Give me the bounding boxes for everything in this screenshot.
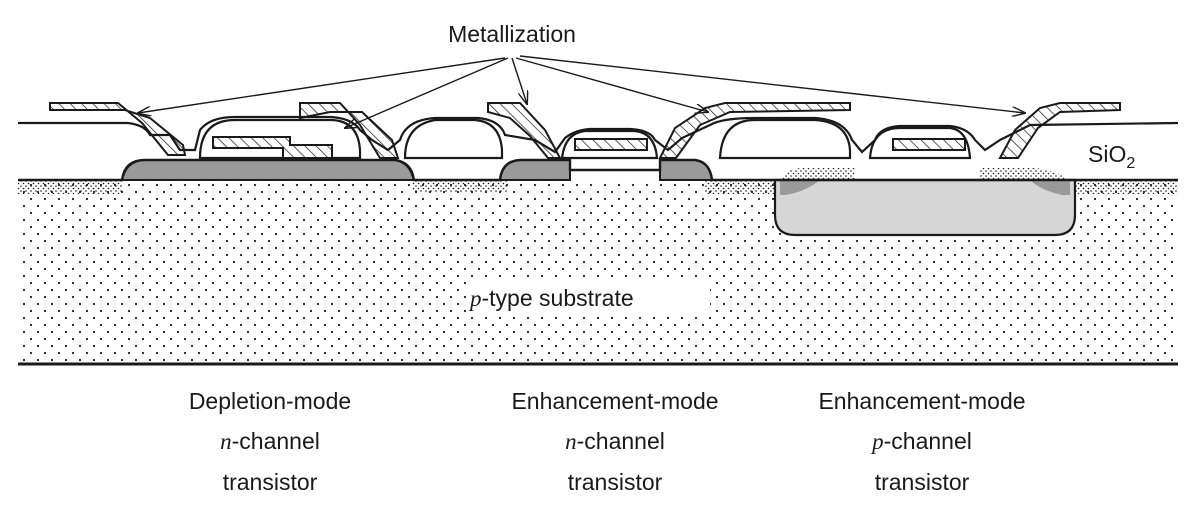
caption-enhancement-n: Enhancement-mode n-channel transistor bbox=[475, 381, 755, 502]
substrate-label-type: p bbox=[468, 286, 482, 311]
surface-doping-mid bbox=[412, 180, 508, 192]
caption-mode: Depletion-mode bbox=[188, 388, 352, 414]
caption-enhancement-p: Enhancement-mode p-channel transistor bbox=[782, 381, 1062, 502]
arrow-metal-2 bbox=[345, 57, 509, 128]
caption-channel-rest: -channel bbox=[576, 428, 665, 454]
caption-channel-rest: -channel bbox=[883, 428, 972, 454]
caption-type-letter: n bbox=[565, 429, 577, 454]
arrow-metal-1 bbox=[138, 57, 506, 113]
caption-channel: n-channel bbox=[130, 421, 410, 462]
surface-doping-left bbox=[18, 180, 122, 194]
metal-4 bbox=[658, 102, 851, 159]
caption-channel-rest: -channel bbox=[231, 428, 320, 454]
si-interface bbox=[18, 158, 1178, 182]
arrow-metal-5 bbox=[519, 55, 1025, 113]
caption-mode: Enhancement-mode bbox=[818, 388, 1026, 414]
oxide-label-subscript: 2 bbox=[1126, 155, 1135, 172]
poly-gate-depletion bbox=[212, 136, 333, 159]
metal-2 bbox=[299, 102, 400, 159]
metal-5 bbox=[998, 102, 1121, 159]
surface-doping-right bbox=[705, 180, 775, 194]
oxide-surface bbox=[18, 115, 1179, 154]
caption-type-letter: p bbox=[872, 429, 884, 454]
substrate-label: p-type substrate bbox=[468, 285, 634, 311]
arrow-metal-3 bbox=[511, 57, 527, 104]
n-plus-depletion bbox=[120, 159, 416, 181]
p-plus-source-deep bbox=[780, 180, 820, 195]
metallization-label: Metallization bbox=[448, 21, 576, 47]
caption-device: transistor bbox=[874, 469, 970, 495]
substrate-label-rest: -type substrate bbox=[482, 285, 634, 311]
caption-type-letter: n bbox=[220, 429, 232, 454]
caption-device: transistor bbox=[567, 469, 663, 495]
substrate-label-bg bbox=[466, 280, 710, 314]
caption-channel: n-channel bbox=[475, 421, 755, 462]
caption-device: transistor bbox=[222, 469, 318, 495]
n-well bbox=[773, 178, 1077, 237]
surface-doping-far-right bbox=[1075, 180, 1178, 194]
poly-gate-enh-n bbox=[574, 138, 648, 151]
field-oxide-2 bbox=[403, 118, 504, 160]
oxide-label-main: SiO bbox=[1088, 141, 1126, 167]
p-plus-drain-deep bbox=[1030, 180, 1070, 195]
p-plus-source bbox=[780, 168, 855, 180]
caption-channel: p-channel bbox=[782, 421, 1062, 462]
arrow-metal-4 bbox=[515, 57, 708, 112]
caption-depletion-n: Depletion-mode n-channel transistor bbox=[130, 381, 410, 502]
field-oxide-4 bbox=[718, 118, 852, 160]
poly-gate-enh-p bbox=[892, 138, 966, 151]
p-plus-drain bbox=[980, 168, 1070, 180]
oxide-label: SiO2 bbox=[1088, 141, 1135, 172]
caption-mode: Enhancement-mode bbox=[511, 388, 719, 414]
